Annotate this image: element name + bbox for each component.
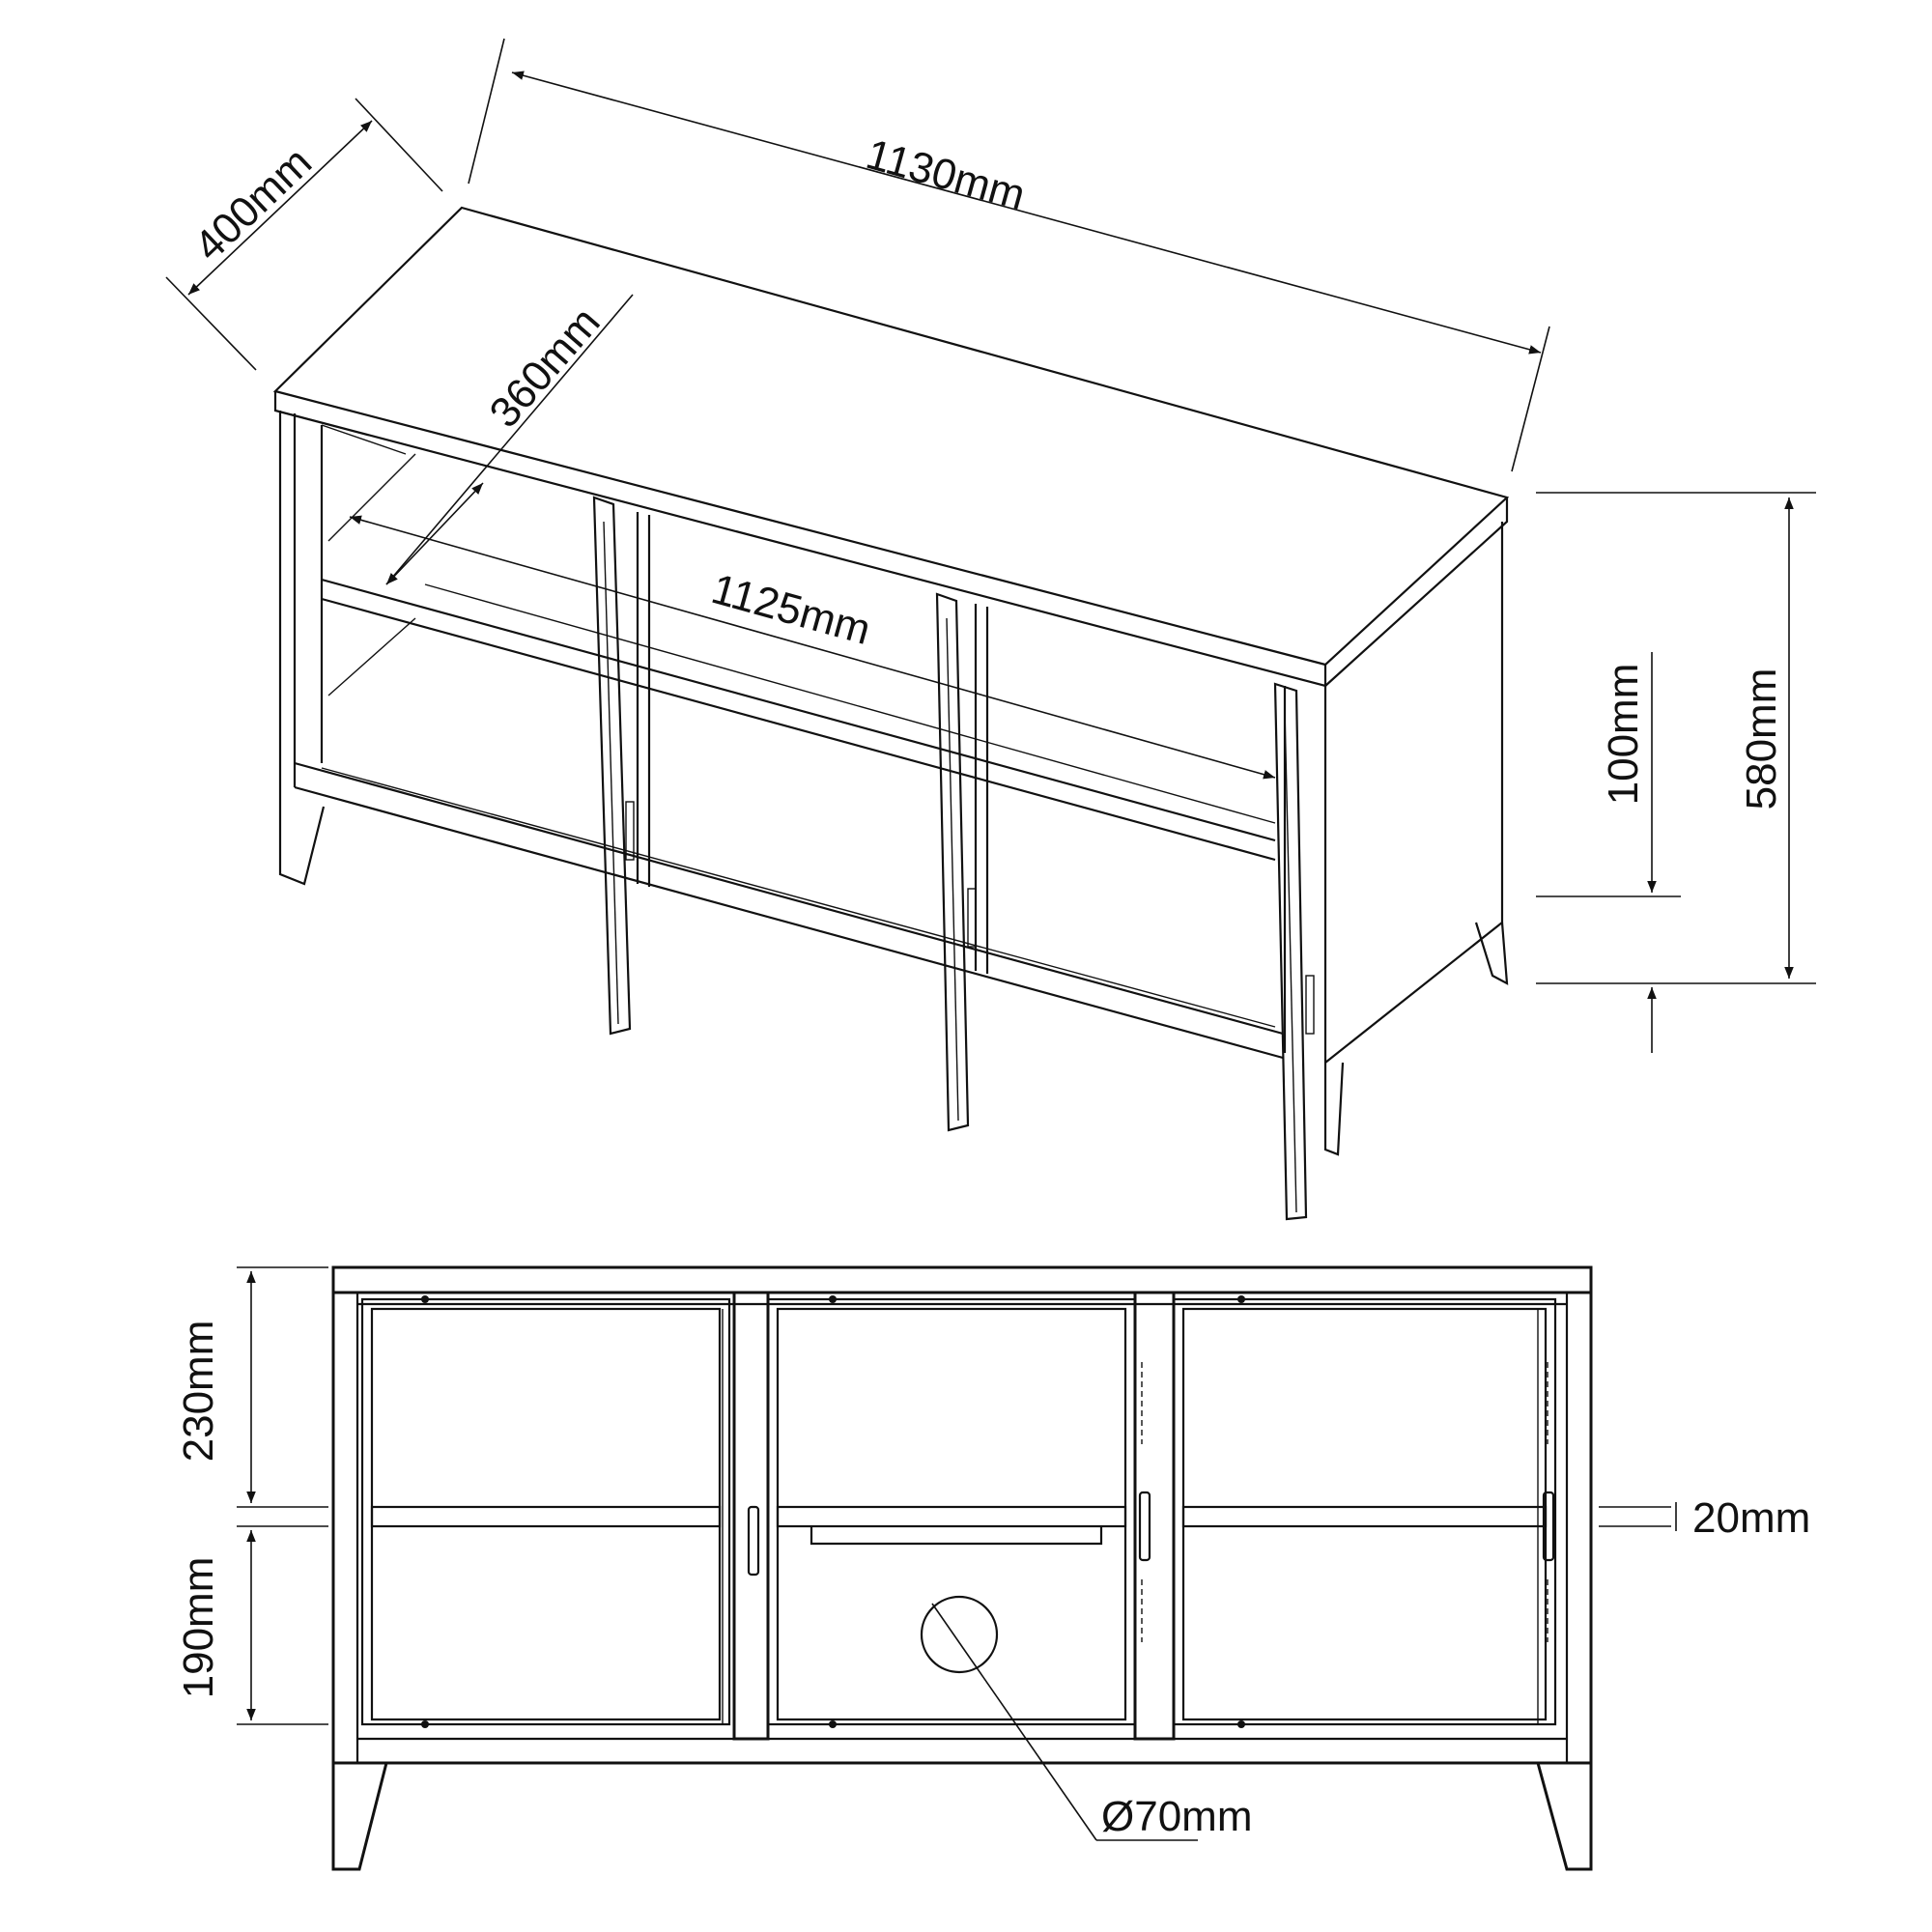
label-230mm: 230mm xyxy=(175,1321,222,1463)
label-diameter-70mm: Ø70mm xyxy=(1101,1793,1252,1840)
isometric-view xyxy=(272,206,1510,1221)
front-view xyxy=(331,1265,1593,1871)
label-100mm: 100mm xyxy=(1600,664,1647,806)
dimension-labels: 1130mm 400mm 360mm 1125mm 100mm 580mm 23… xyxy=(175,130,1810,1840)
label-190mm: 190mm xyxy=(175,1557,222,1699)
front-dimensions xyxy=(237,1266,1677,1841)
isometric-dimensions xyxy=(165,38,1816,1053)
label-20mm: 20mm xyxy=(1692,1494,1810,1542)
label-1130mm: 1130mm xyxy=(861,130,1030,219)
label-360mm: 360mm xyxy=(480,298,609,437)
label-400mm: 400mm xyxy=(185,138,321,270)
label-580mm: 580mm xyxy=(1738,668,1785,810)
